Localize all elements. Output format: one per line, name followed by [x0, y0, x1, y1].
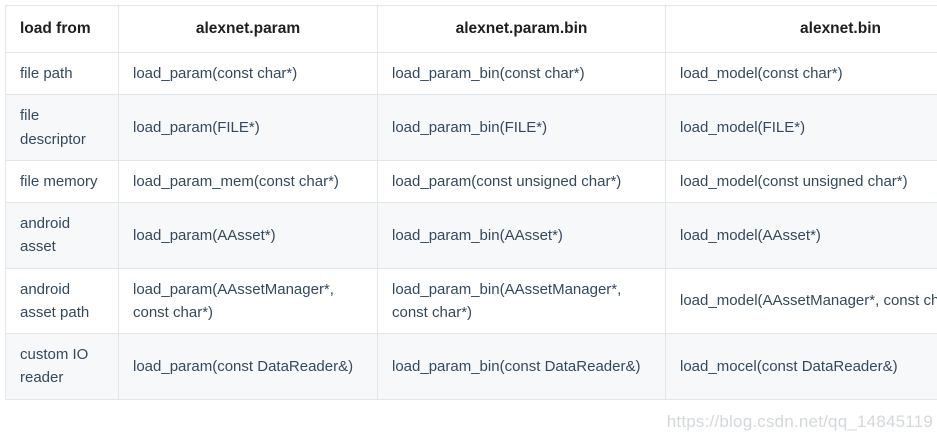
cell-bin-custom-io-reader: load_mocel(const DataReader&) [665, 333, 937, 400]
api-load-methods-table: load from alexnet.param alexnet.param.bi… [5, 4, 937, 400]
cell-bin-android-asset: load_model(AAsset*) [665, 202, 937, 269]
table-row: file path load_param(const char*) load_p… [5, 52, 937, 96]
table-row: custom IO reader load_param(const DataRe… [5, 333, 937, 400]
cell-bin-android-asset-path: load_model(AAssetManager*, const char*) [665, 267, 937, 335]
row-label-file-path: file path [5, 52, 119, 96]
column-header-alexnet-param: alexnet.param [118, 4, 378, 54]
cell-param-file-path: load_param(const char*) [118, 52, 378, 96]
row-label-file-descriptor: file descriptor [5, 94, 119, 161]
row-label-file-memory: file memory [5, 159, 119, 204]
cell-param-bin-file-path: load_param_bin(const char*) [377, 52, 666, 96]
row-label-android-asset-path: android asset path [5, 267, 119, 335]
cell-param-android-asset: load_param(AAsset*) [118, 202, 378, 269]
table-header: load from alexnet.param alexnet.param.bi… [5, 4, 937, 54]
column-header-load-from: load from [5, 4, 119, 54]
cell-param-file-descriptor: load_param(FILE*) [118, 94, 378, 161]
cell-param-bin-android-asset: load_param_bin(AAsset*) [377, 202, 666, 269]
cell-param-custom-io-reader: load_param(const DataReader&) [118, 333, 378, 400]
table-row: file memory load_param_mem(const char*) … [5, 159, 937, 204]
cell-bin-file-path: load_model(const char*) [665, 52, 937, 96]
cell-param-bin-file-memory: load_param(const unsigned char*) [377, 159, 666, 204]
cell-param-bin-file-descriptor: load_param_bin(FILE*) [377, 94, 666, 161]
column-header-alexnet-param-bin: alexnet.param.bin [377, 4, 666, 54]
cell-bin-file-descriptor: load_model(FILE*) [665, 94, 937, 161]
column-header-alexnet-bin: alexnet.bin [665, 4, 937, 54]
row-label-custom-io-reader: custom IO reader [5, 333, 119, 400]
cell-param-android-asset-path: load_param(AAssetManager*, const char*) [118, 267, 378, 335]
table-body: file path load_param(const char*) load_p… [5, 52, 937, 400]
table-row: android asset path load_param(AAssetMana… [5, 267, 937, 335]
cell-param-file-memory: load_param_mem(const char*) [118, 159, 378, 204]
watermark: https://blog.csdn.net/qq_14845119 [666, 412, 933, 431]
cell-param-bin-android-asset-path: load_param_bin(AAssetManager*, const cha… [377, 267, 666, 335]
cell-bin-file-memory: load_model(const unsigned char*) [665, 159, 937, 204]
table-row: android asset load_param(AAsset*) load_p… [5, 202, 937, 269]
cell-param-bin-custom-io-reader: load_param_bin(const DataReader&) [377, 333, 666, 400]
table-row: file descriptor load_param(FILE*) load_p… [5, 94, 937, 161]
table-header-row: load from alexnet.param alexnet.param.bi… [5, 4, 937, 54]
row-label-android-asset: android asset [5, 202, 119, 269]
